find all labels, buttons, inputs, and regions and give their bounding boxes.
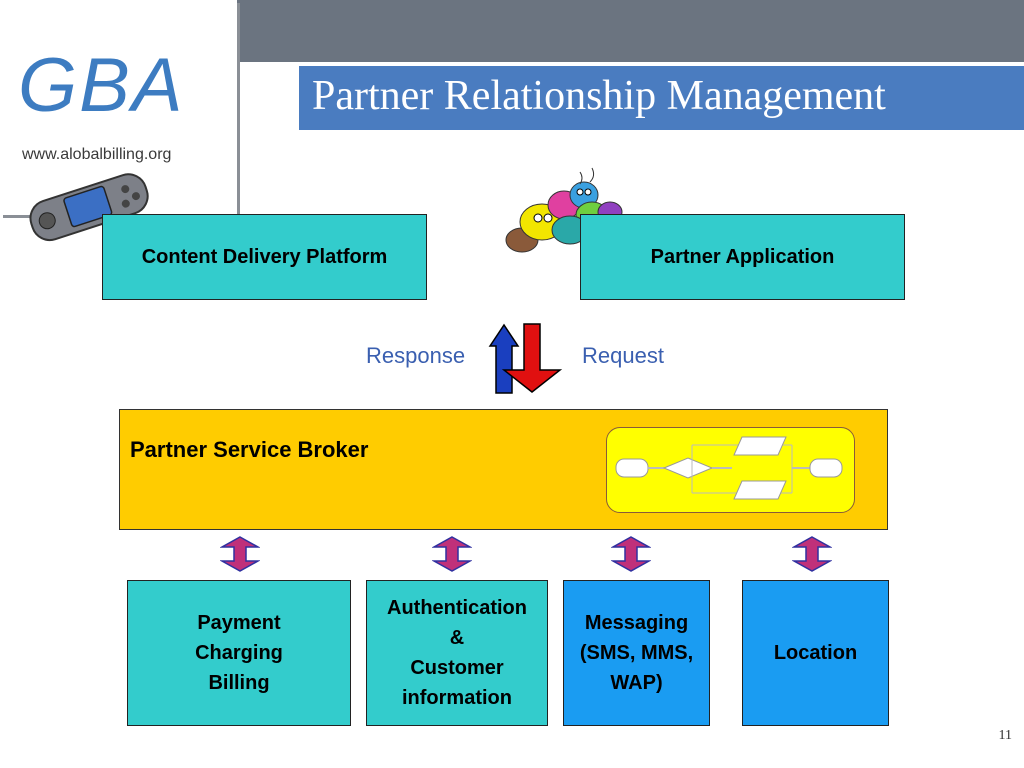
sms-mms-line: (SMS, MMS, (579, 642, 694, 664)
request-arrow (501, 323, 563, 393)
billing-line: Billing (208, 672, 270, 694)
title-bar (299, 66, 1024, 130)
authentication-line: Authentication (387, 597, 527, 619)
messaging-line: Messaging (584, 612, 689, 634)
authentication-box: Authentication & Customer information (366, 580, 548, 726)
workflow-diagram-icon (615, 436, 843, 500)
payment-box: Payment Charging Billing (127, 580, 351, 726)
double-arrow-messaging (611, 536, 651, 572)
response-request-arrows (488, 323, 563, 394)
partner-service-broker-label: Partner Service Broker (130, 437, 369, 462)
phone-icon (29, 173, 149, 242)
page-number: 11 (998, 728, 1012, 743)
double-arrow-payment (220, 536, 260, 572)
logo-url: www.alobalbilling.org (22, 146, 172, 163)
response-arrow (488, 323, 520, 394)
header-bar (237, 0, 1024, 62)
information-line: information (402, 687, 512, 709)
content-delivery-platform-box: Content Delivery Platform (102, 214, 427, 300)
ampersand-line: & (449, 627, 465, 649)
double-arrow-authentication (432, 536, 472, 572)
payment-line: Payment (197, 612, 281, 634)
charging-line: Charging (195, 642, 283, 664)
gba-logo: GBA (18, 43, 185, 128)
location-line: Location (773, 641, 858, 664)
messaging-box: Messaging (SMS, MMS, WAP) (563, 580, 710, 726)
wap-line: WAP) (610, 672, 663, 694)
double-arrow-location (792, 536, 832, 572)
request-label: Request (582, 343, 664, 368)
partner-application-box: Partner Application (580, 214, 905, 300)
customer-line: Customer (410, 657, 504, 679)
location-box: Location (742, 580, 889, 726)
response-label: Response (366, 343, 466, 368)
slide-title: Partner Relationship Management (312, 73, 886, 119)
